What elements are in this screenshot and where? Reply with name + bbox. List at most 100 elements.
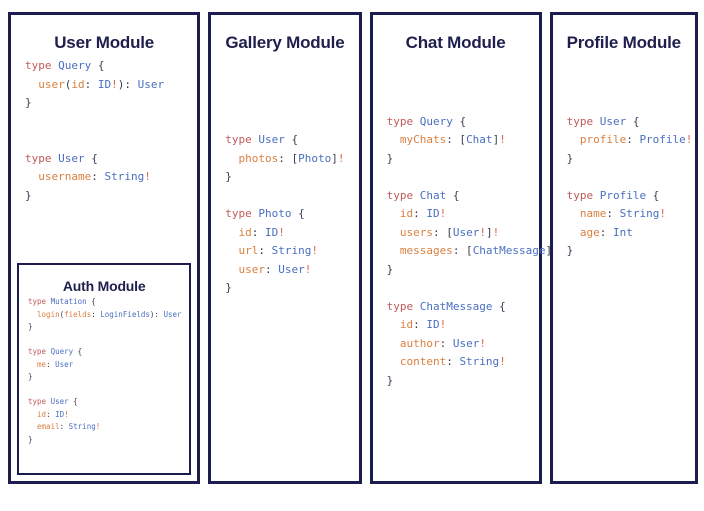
- code-token-pn: :: [91, 170, 105, 183]
- code-token-pn: [28, 310, 37, 319]
- code-token-tn: Query: [419, 114, 453, 128]
- code-line: [387, 168, 539, 187]
- code-token-fld: username: [38, 170, 92, 183]
- code-token-tn: User: [452, 336, 480, 350]
- code-token-pn: [225, 244, 238, 257]
- code-token-pn: {: [492, 299, 506, 313]
- code-token-kw: type: [386, 114, 420, 128]
- code-token-pn: [387, 133, 400, 146]
- code-token-tn: User: [137, 77, 165, 91]
- module-panel-auth[interactable]: Auth Module type Mutation { login(fields…: [17, 263, 192, 475]
- code-token-pn: {: [73, 347, 83, 356]
- code-token-tn: ChatMessage: [472, 244, 546, 257]
- code-line: username: String!: [25, 168, 197, 187]
- code-token-pn: [387, 355, 400, 368]
- code-line: id: ID!: [28, 409, 189, 422]
- code-line: type Query {: [28, 346, 189, 359]
- code-token-fld: id: [37, 409, 47, 419]
- code-blank-line: [225, 57, 358, 76]
- code-line: me: User: [28, 359, 189, 372]
- code-token-bang: !: [479, 225, 486, 239]
- code-token-tn: Int: [612, 225, 633, 239]
- code-token-tn: User: [452, 225, 480, 239]
- code-token-pn: ):: [149, 309, 164, 319]
- code-line: login(fields: LoginFields): User: [28, 309, 189, 322]
- code-token-pn: :: [439, 336, 453, 350]
- code-blank-line: [225, 113, 358, 132]
- code-token-pn: [225, 152, 238, 165]
- code-token-pn: :: [265, 262, 279, 276]
- code-line: url: String!: [225, 242, 358, 261]
- code-line: users: [User!]!: [387, 224, 539, 243]
- code-line: type Mutation {: [28, 296, 189, 309]
- code-line: }: [387, 150, 539, 169]
- code-token-tn: Chat: [419, 188, 447, 202]
- code-token-pn: ]: [546, 244, 553, 257]
- code-token-tn: Photo: [258, 207, 292, 220]
- code-token-tn: String: [271, 244, 312, 257]
- code-token-pn: {: [84, 151, 98, 165]
- code-token-fld: id: [238, 225, 252, 239]
- code-token-pn: [225, 226, 238, 239]
- code-line: id: ID!: [387, 316, 539, 335]
- code-token-pn: ):: [117, 77, 138, 91]
- code-token-pn: [25, 78, 38, 91]
- code-line: type User {: [225, 131, 358, 150]
- code-token-tn: String: [619, 207, 660, 220]
- code-line: [225, 187, 358, 206]
- code-token-pn: (: [64, 77, 72, 91]
- code-token-pn: }: [225, 170, 232, 183]
- code-line: messages: [ChatMessage]!: [387, 242, 559, 261]
- code-token-fld: id: [399, 318, 414, 331]
- code-token-pn: }: [386, 373, 394, 387]
- profile-filler: [553, 261, 695, 482]
- code-token-pn: [387, 207, 400, 220]
- code-token-tn: Photo: [298, 151, 332, 165]
- code-token-pn: }: [25, 96, 32, 109]
- schema-code-user: type Query { user(id: ID!): User} type U…: [11, 57, 197, 205]
- code-line: user: User!: [225, 261, 358, 280]
- code-blank-line: [567, 94, 695, 113]
- code-token-pn: ]: [492, 133, 500, 146]
- code-token-tn: Chat: [466, 133, 493, 146]
- code-token-fld: messages: [399, 244, 453, 257]
- code-token-tn: User: [163, 309, 182, 319]
- code-token-fld: content: [399, 355, 447, 368]
- code-token-pn: }: [386, 151, 394, 165]
- code-token-pn: [387, 244, 400, 257]
- code-line: type ChatMessage {: [387, 298, 539, 317]
- code-token-bang: !: [111, 77, 118, 91]
- code-line: [28, 334, 189, 347]
- code-token-tn: ID: [97, 77, 112, 91]
- code-line: email: String!: [28, 421, 189, 434]
- code-token-bang: !: [304, 262, 312, 276]
- code-token-tn: LoginFields: [100, 309, 150, 319]
- module-panel-chat[interactable]: Chat Module type Query { myChats: [Chat]…: [369, 12, 559, 484]
- code-token-bang: !: [492, 225, 500, 239]
- code-token-tn: User: [278, 262, 305, 276]
- code-token-pn: [225, 263, 238, 276]
- code-token-pn: :: [46, 359, 56, 369]
- code-line: }: [28, 321, 189, 334]
- code-token-kw: type: [25, 59, 59, 72]
- code-token-pn: ]: [485, 225, 493, 239]
- code-token-pn: [25, 170, 38, 183]
- code-token-kw: type: [566, 114, 600, 128]
- module-panel-gallery[interactable]: Gallery Module type User { photos: [Phot…: [208, 12, 362, 484]
- code-token-pn: }: [386, 262, 394, 276]
- code-blank-line: [387, 57, 539, 76]
- code-token-pn: {: [446, 188, 460, 202]
- code-token-pn: [28, 360, 37, 369]
- code-token-bang: !: [499, 355, 506, 368]
- code-line: }: [28, 434, 189, 447]
- code-line: }: [225, 279, 358, 298]
- code-line: photos: [Photo]!: [225, 150, 358, 169]
- module-panel-profile[interactable]: Profile Module type User { profile: Prof…: [549, 12, 698, 484]
- code-token-fld: email: [37, 422, 60, 431]
- code-token-pn: [387, 226, 400, 239]
- code-token-bang: !: [144, 170, 151, 183]
- code-token-pn: {: [86, 297, 96, 306]
- code-token-kw: type: [28, 347, 51, 356]
- code-token-bang: !: [311, 244, 319, 257]
- module-panel-user[interactable]: User Module type Query { user(id: ID!): …: [8, 12, 201, 484]
